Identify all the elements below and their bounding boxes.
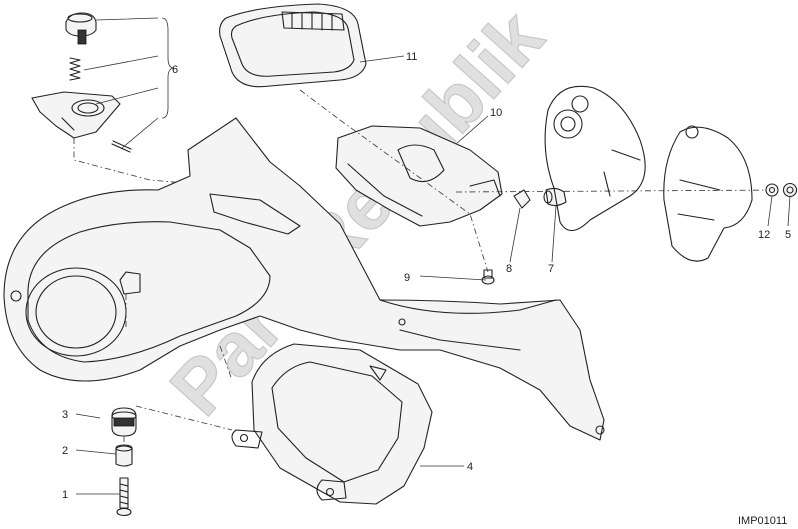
callout-8: 8 [506,263,512,275]
drawing-code: IMP01011 [738,515,787,527]
callout-2: 2 [62,445,68,457]
callout-3: 3 [62,409,68,421]
part-5-nut [782,182,798,198]
callout-6: 6 [172,64,178,76]
callout-10: 10 [490,107,502,119]
part-6-pin [111,140,132,153]
part-11-cover [219,3,367,88]
part-6-bracket [31,91,121,139]
part-10-bracket [335,125,503,227]
callout-4: 4 [467,461,473,473]
part-2-bushing [115,444,133,467]
callout-12: 12 [758,229,770,241]
part-11-segment-display [281,11,345,31]
callout-1: 1 [62,489,68,501]
callout-11: 11 [406,51,417,63]
part-12-washer [765,183,779,197]
part-4-instrument-panel [231,343,433,505]
part-6-knob [65,12,97,45]
part-6-spring [69,57,81,81]
main-fairing-frame [3,117,605,441]
part-9-screw [481,269,495,285]
callout-5: 5 [785,229,791,241]
part-1-screw [116,477,132,517]
callout-9: 9 [404,272,410,284]
callout-7: 7 [548,263,554,275]
frame-bracket-left [544,85,646,232]
part-3-rubber-grommet [111,407,137,437]
frame-bracket-right [663,125,753,262]
part-8-clip [513,189,531,209]
